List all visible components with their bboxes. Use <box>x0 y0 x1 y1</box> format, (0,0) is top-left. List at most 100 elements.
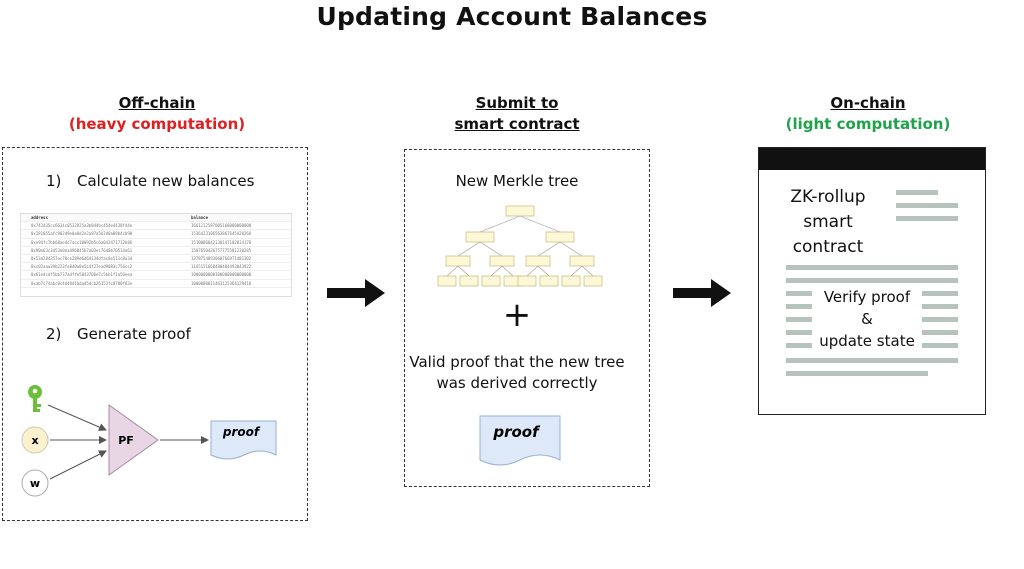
table-header-balance: balance <box>191 215 208 220</box>
tree-node <box>445 255 471 267</box>
table-cell-balance: 1378754893068766971481302 <box>191 255 252 261</box>
code-line <box>920 291 958 296</box>
code-line <box>920 330 958 335</box>
table-header-address: address <box>31 215 48 220</box>
tree-leaf <box>437 275 457 287</box>
arrow-key-to-pf <box>47 404 107 431</box>
table-header-row: address balance <box>21 214 291 223</box>
arrow-offchain-to-submit <box>327 279 385 307</box>
table-row: 0x281055afc982d9e0a8d2e2a87a5b2d0a09b4cb… <box>21 230 291 239</box>
code-line <box>786 343 818 348</box>
tree-leaf <box>561 275 581 287</box>
table-cell-balance: 1507650436757775581230285 <box>191 247 252 253</box>
tree-node <box>465 231 495 243</box>
contract-name: ZK-rollup smart contract <box>766 185 890 260</box>
proof-label-offchain: proof <box>222 425 261 439</box>
table-cell-balance: 1000000011463125364129410 <box>191 280 252 286</box>
table-cell-address: 0x61edcdf5bb737adffe5043706e7c5bb1f1a56e… <box>31 272 133 278</box>
proof-document-icon-submit: proof <box>479 415 561 466</box>
offchain-panel <box>2 147 308 521</box>
onchain-title: On-chain <box>830 94 906 112</box>
submit-title-line2: smart contract <box>454 115 580 133</box>
table-cell-address: 0x53d284357ec70ce289d6d64134dfac8e511c8a… <box>31 255 133 261</box>
proof-label-submit: proof <box>492 423 541 441</box>
table-row: 0x53d284357ec70ce289d6d64134dfac8e511c8a… <box>21 255 291 264</box>
table-cell-address: 0x281055afc982d9e0a8d2e2a87a5b2d0a09b4cb… <box>31 231 133 237</box>
onchain-subtitle: (light computation) <box>785 115 951 133</box>
verify-box: Verify proof & update state <box>812 286 922 352</box>
code-line <box>896 190 938 195</box>
step1-number: 1) <box>46 172 62 190</box>
tree-node <box>525 255 551 267</box>
proof-description-line2: was derived correctly <box>436 374 598 392</box>
tree-leaf <box>539 275 559 287</box>
table-row: 0xab7c74abc0c4d48d1bdad5dcb26153fc8780f8… <box>21 280 291 288</box>
table-cell-address: 0x90e63c3d53e0ea496845b7a03ec7648b70514a… <box>31 247 133 253</box>
table-cell-address: 0xc02aaa39b223fe8d0a0e5c4f27ead9083c756c… <box>31 264 133 270</box>
input-w-node: w <box>21 469 49 497</box>
table-row: 0x61edcdf5bb737adffe5043706e7c5bb1f1a56e… <box>21 271 291 280</box>
table-cell-balance: 1510086842130147102014178 <box>191 239 252 245</box>
tree-node <box>545 231 575 243</box>
step2-label: Generate proof <box>77 325 191 343</box>
arrow-submit-to-onchain <box>673 279 731 307</box>
prover-function-node: PF <box>108 404 159 476</box>
key-icon <box>28 385 42 412</box>
code-line <box>786 358 958 363</box>
page-title: Updating Account Balances <box>316 2 708 31</box>
submit-panel <box>404 149 650 487</box>
table-cell-address: 0x742d35cc6634c0532925a3b844bc454e4438f4… <box>31 223 133 229</box>
step2-number: 2) <box>46 325 62 343</box>
table-row: 0xc02aaa39b223fe8d0a0e5c4f27ead9083c756c… <box>21 263 291 272</box>
table-row: 0x90e63c3d53e0ea496845b7a03ec7648b70514a… <box>21 247 291 255</box>
code-line <box>786 330 818 335</box>
verify-line3: update state <box>819 332 915 350</box>
offchain-title: Off-chain <box>118 94 196 112</box>
code-line <box>786 317 818 322</box>
submit-title-line1: Submit to <box>475 94 559 112</box>
code-line <box>920 304 958 309</box>
proof-description-line1: Valid proof that the new tree <box>409 353 625 371</box>
code-line <box>920 343 958 348</box>
code-line <box>786 265 958 270</box>
code-line <box>920 317 958 322</box>
contract-name-line2: smart <box>803 212 853 232</box>
input-w-label: w <box>30 477 40 490</box>
tree-node <box>489 255 515 267</box>
table-row: 0xe94fc7bb68ae4c7acc10092b5c6a043471712b… <box>21 239 291 247</box>
code-line <box>896 203 958 208</box>
verify-line2: & <box>861 310 873 328</box>
table-cell-address: 0xe94fc7bb68ae4c7acc10092b5c6a043471712b… <box>31 239 133 245</box>
table-cell-balance: 1536423106563867645420266 <box>191 231 252 237</box>
input-x-label: x <box>31 434 38 447</box>
arrow-w-to-pf <box>49 450 107 480</box>
merkle-tree-label: New Merkle tree <box>455 172 579 190</box>
tree-root-node <box>505 205 535 217</box>
tree-leaf <box>517 275 537 287</box>
merkle-tree-diagram <box>437 205 603 287</box>
code-line <box>786 278 958 283</box>
plus-sign: + <box>502 295 532 335</box>
code-line <box>786 304 818 309</box>
code-line <box>786 371 928 376</box>
submit-heading: Submit to smart contract <box>432 93 602 135</box>
table-cell-balance: 1165151668480404493043922 <box>191 264 252 270</box>
code-line <box>786 291 818 296</box>
contract-name-line1: ZK-rollup <box>790 187 866 207</box>
proof-description: Valid proof that the new tree was derive… <box>404 352 630 394</box>
tree-node <box>569 255 595 267</box>
code-line <box>896 216 958 221</box>
tree-leaf <box>481 275 501 287</box>
table-row: 0x742d35cc6634c0532925a3b844bc454e4438f4… <box>21 222 291 231</box>
contract-title-bar <box>759 148 985 170</box>
table-cell-address: 0xab7c74abc0c4d48d1bdad5dcb26153fc8780f8… <box>31 280 133 286</box>
onchain-heading: On-chain (light computation) <box>778 93 958 135</box>
proof-generation-diagram: x w PF proof <box>21 385 277 497</box>
offchain-subtitle: (heavy computation) <box>68 115 246 133</box>
tree-leaf <box>583 275 603 287</box>
tree-leaf <box>459 275 479 287</box>
step1-label: Calculate new balances <box>77 172 255 190</box>
table-cell-balance: 1000000000100000000000000 <box>191 272 252 278</box>
offchain-heading: Off-chain (heavy computation) <box>62 93 252 135</box>
balances-table: address balance 0x742d35cc6634c0532925a3… <box>20 213 292 297</box>
